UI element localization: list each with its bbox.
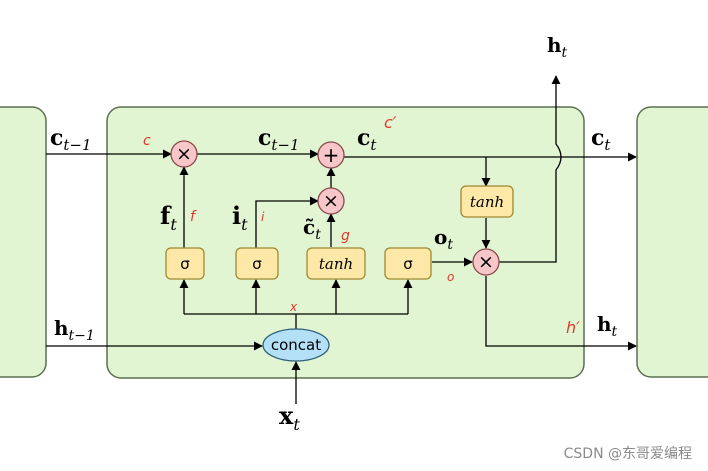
cell-tanh-box: tanh [460,185,514,218]
label-c-prev: ct−1 [50,125,92,154]
input-gate-activation: σ [252,255,262,273]
input-gate: σ [235,247,279,280]
candidate-gate: tanh [306,247,366,280]
wire-h-to-top [499,75,562,263]
wire-i-to-mult [255,196,319,248]
label-i-t: it [232,201,248,234]
annotation-c-prime: c′ [384,113,397,132]
watermark: CSDN @东哥爱编程 [564,446,692,462]
next-cell-block [636,106,708,378]
annotation-f: f [190,209,197,225]
output-multiply-symbol: × [478,251,494,273]
forget-multiply-op: × [170,140,198,168]
output-gate-activation: σ [403,255,413,273]
cell-tanh-label: tanh [470,193,504,211]
label-x-t: xt [279,401,300,434]
cell-add-symbol: + [323,143,340,167]
concat-label: concat [271,336,321,354]
annotation-i: i [261,210,265,224]
candidate-gate-activation: tanh [319,255,353,273]
annotation-o: o [447,270,454,284]
label-h-prev: ht−1 [54,316,95,344]
lstm-cell [106,106,585,379]
input-multiply-symbol: × [323,190,339,212]
annotation-x: x [289,300,298,314]
output-multiply-op: × [472,248,500,276]
input-multiply-op: × [317,187,345,215]
label-h-t-top: ht [547,33,568,61]
output-gate: σ [384,247,432,280]
label-h-t-right: ht [597,312,618,340]
label-o-t: ot [434,225,453,253]
annotation-h-prime: h′ [566,318,580,337]
concat-node: concat [262,328,330,362]
label-f-t: ft [160,201,177,234]
forget-multiply-symbol: × [176,143,192,165]
annotation-g: g [341,228,350,244]
annotation-c: c [143,133,151,149]
label-c-prev-inner: ct−1 [258,125,300,154]
forget-gate-activation: σ [180,255,190,273]
forget-gate: σ [165,247,205,280]
cell-add-op: + [317,141,345,169]
previous-cell-block [0,106,47,378]
label-c-t-inner: ct [357,125,377,154]
wire-h-to-right [485,276,637,351]
label-c-tilde-t: c̃t [303,215,321,243]
label-c-t-out: ct [591,125,611,154]
